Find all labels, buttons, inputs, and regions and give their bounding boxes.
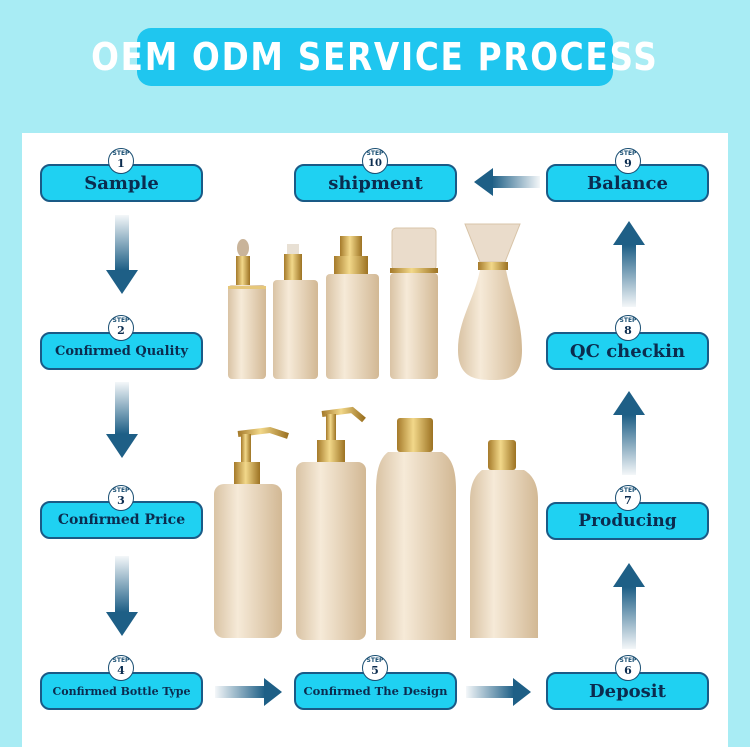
step-1-badge: STEP 1 (108, 148, 134, 174)
cap-bottle (376, 418, 456, 640)
process-panel (22, 133, 728, 747)
arrow-left-1 (474, 168, 540, 196)
flared-bottle (458, 223, 522, 380)
arrow-down-2 (106, 382, 138, 458)
jar-bottle (390, 227, 438, 379)
step-6-badge: STEP 6 (615, 655, 641, 681)
step-7-badge: STEP 7 (615, 485, 641, 511)
arrow-down-1 (106, 215, 138, 294)
step-1-box: Sample (40, 164, 203, 202)
spray-bottle-small (273, 244, 318, 379)
arrow-up-3 (613, 221, 645, 307)
step-1-label: Sample (84, 172, 159, 194)
step-6-label: Deposit (589, 680, 666, 702)
step-5-label: Confirmed The Design (303, 684, 448, 698)
step-10-label: shipment (328, 172, 423, 194)
arrow-right-1 (215, 678, 282, 706)
title-banner: OEM ODM SERVICE PROCESS (91, 28, 657, 86)
step-9-badge: STEP 9 (615, 148, 641, 174)
flip-cap-bottle (470, 440, 538, 638)
step-4-box: Confirmed Bottle Type (40, 672, 203, 710)
page-title: OEM ODM SERVICE PROCESS (91, 35, 659, 79)
arrow-up-1 (613, 563, 645, 649)
step-4-label: Confirmed Bottle Type (52, 684, 191, 698)
step-9-label: Balance (587, 172, 668, 194)
step-2-badge: STEP 2 (108, 315, 134, 341)
dropper-bottle (228, 239, 266, 379)
spray-bottle-tall (326, 236, 379, 379)
arrow-down-3 (106, 556, 138, 636)
step-4-badge: STEP 4 (108, 655, 134, 681)
pump-bottle-2 (296, 406, 366, 640)
arrow-right-2 (466, 678, 531, 706)
step-5-badge: STEP 5 (362, 655, 388, 681)
step-8-badge: STEP 8 (615, 315, 641, 341)
arrow-up-2 (613, 391, 645, 475)
step-8-label: QC checkin (569, 340, 686, 362)
step-10-badge: STEP 10 (362, 148, 388, 174)
pump-bottle-1 (214, 426, 289, 638)
step-2-box: Confirmed Quality (40, 332, 203, 370)
step-2-label: Confirmed Quality (54, 343, 189, 359)
step-3-label: Confirmed Price (57, 512, 186, 528)
step-7-label: Producing (578, 511, 677, 531)
step-3-badge: STEP 3 (108, 485, 134, 511)
